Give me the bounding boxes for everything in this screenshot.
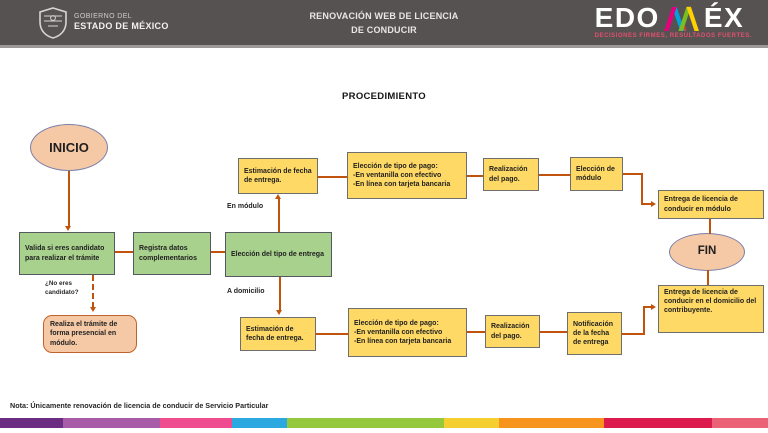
delivery-type-label: Elección del tipo de entrega [231,250,324,258]
home-payment-step: Realización del pago. [485,315,540,348]
arrowhead-branch-module [275,194,281,199]
edomex-wordmark: EDO ÉX [594,2,752,33]
module-payment-label: Realización del pago. [489,166,528,183]
stripe-segment [712,418,768,428]
arrowhead-home-delivery [651,303,656,310]
arrowhead-start-validate [65,226,71,231]
connector-moduledelivery-fin [709,219,711,234]
header-bar: GOBIERNO DEL ESTADO DE MÉXICO RENOVACIÓN… [0,0,768,45]
module-estimate-label: Estimación de fecha de entrega. [244,167,312,184]
connector-module-elbow-h1 [623,173,643,175]
arrowhead-module-delivery [651,200,656,207]
edomex-wordmark-prefix: EDO [594,2,660,33]
module-delivery-step: Entrega de licencia de conducir en módul… [658,190,764,219]
connector-module-estimate-paytype [318,176,347,178]
edomex-tagline: DECISIONES FIRMES, RESULTADOS FUERTES. [594,33,752,39]
module-choice-step: Elección de módulo [570,157,623,191]
validate-candidate-label: Valida si eres candidato para realizar e… [25,245,105,262]
connector-home-elbow-h1 [622,333,645,335]
connector-home-elbow-v [643,306,645,335]
module-choice-label: Elección de módulo [576,165,615,182]
page-title-line2: DE CONDUCIR [351,25,417,35]
end-terminal-label: FIN [697,245,717,258]
start-terminal: INICIO [30,124,108,171]
edomex-mountains-icon [663,6,699,31]
stripe-segment [444,418,499,428]
connector-home-estimate-paytype [316,333,348,335]
home-payment-type-title: Elección de tipo de pago: [354,319,439,327]
connector-module-payment-choice [539,174,570,176]
module-payment-option-cash: -En ventanilla con efectivo [353,171,442,179]
presential-fallback-label: Realiza el trámite de forma presencial e… [50,321,118,347]
government-caption-line2: ESTADO DE MÉXICO [74,21,169,32]
module-delivery-label: Entrega de licencia de conducir en módul… [664,196,738,213]
home-payment-label: Realización del pago. [491,323,530,340]
connector-not-candidate [92,275,94,308]
stripe-segment [604,418,712,428]
module-payment-type-title: Elección de tipo de pago: [353,162,438,170]
home-payment-type-step: Elección de tipo de pago: -En ventanilla… [348,308,467,357]
stripe-segment [160,418,232,428]
connector-start-validate [68,171,70,227]
stripe-segment [0,418,63,428]
module-payment-option-card: -En línea con tarjeta bancaria [353,181,451,189]
connector-branch-home [279,277,281,311]
home-notification-step: Notificación de la fecha de entrega [567,312,622,355]
header-separator [0,45,768,48]
module-estimate-step: Estimación de fecha de entrega. [238,158,318,194]
government-caption-line1: GOBIERNO DEL [74,13,133,20]
register-data-label: Registra datos complementarios [139,245,197,262]
stripe-segment [232,418,287,428]
presential-fallback-step: Realiza el trámite de forma presencial e… [43,315,137,353]
connector-module-paytype-payment [467,175,483,177]
page-title-line1: RENOVACIÓN WEB DE LICENCIA [309,11,459,21]
connector-fin-homedelivery [707,270,709,285]
diagram-title: PROCEDIMIENTO [342,91,426,102]
footer-stripe [0,418,768,428]
connector-module-elbow-v [641,173,643,205]
module-payment-step: Realización del pago. [483,158,539,191]
footer-note: Nota: Únicamente renovación de licencia … [10,401,269,410]
home-delivery-label: Entrega de licencia de conducir en el do… [664,289,757,315]
connector-home-elbow-h2 [643,306,652,308]
end-terminal: FIN [669,233,745,271]
connector-register-deliverytype [211,251,225,253]
delivery-type-step: Elección del tipo de entrega [225,232,332,277]
edomex-wordmark-suffix: ÉX [703,2,745,33]
arrowhead-not-candidate [89,307,96,312]
edomex-logo: EDO ÉX DECISIONES FIRMES, RESULTADOS FUE… [594,2,752,40]
connector-validate-register [115,251,133,253]
stripe-segment [63,418,160,428]
home-estimate-label: Estimación de fecha de entrega. [246,325,304,342]
branch-module-label: En módulo [227,203,264,210]
home-notification-label: Notificación de la fecha de entrega [573,320,614,347]
stripe-segment [287,418,444,428]
home-estimate-step: Estimación de fecha de entrega. [240,317,316,351]
start-terminal-label: INICIO [49,139,89,155]
branch-home-label: A domicilio [227,288,265,295]
government-caption: GOBIERNO DEL ESTADO DE MÉXICO [74,13,169,31]
module-payment-type-step: Elección de tipo de pago: -En ventanilla… [347,152,467,199]
connector-branch-module [278,199,280,232]
home-payment-option-card: -En línea con tarjeta bancaria [354,338,452,346]
connector-module-elbow-h2 [641,203,652,205]
connector-home-paytype-payment [467,331,485,333]
connector-home-payment-notification [540,331,567,333]
register-data-step: Registra datos complementarios [133,232,211,275]
estado-de-mexico-seal-icon [39,7,67,39]
arrowhead-branch-home [276,310,282,315]
home-payment-option-cash: -En ventanilla con efectivo [354,328,443,336]
home-delivery-step: Entrega de licencia de conducir en el do… [658,285,764,333]
not-candidate-label: ¿No eres candidato? [45,280,79,297]
stripe-segment [499,418,604,428]
page-title: RENOVACIÓN WEB DE LICENCIA DE CONDUCIR [0,9,768,37]
validate-candidate-step: Valida si eres candidato para realizar e… [19,232,115,275]
